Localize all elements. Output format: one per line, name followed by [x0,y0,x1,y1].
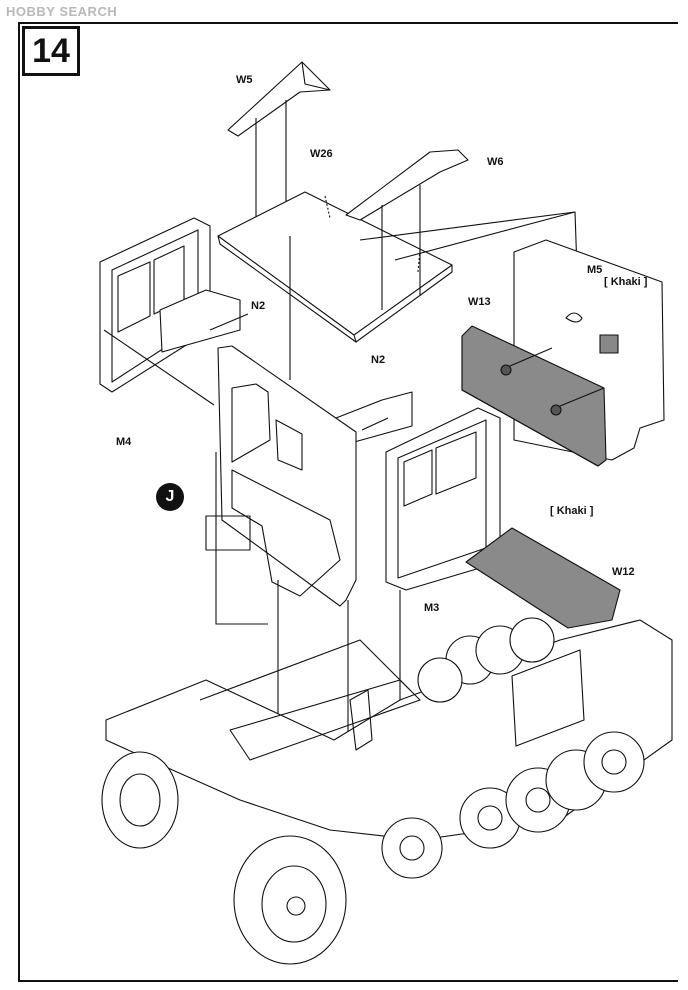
label-n2-left: N2 [251,300,266,312]
watermark-logo: HOBBY SEARCH [6,4,118,19]
label-m5: M5 [587,264,603,276]
label-m3: M3 [424,602,440,614]
label-m4: M4 [116,436,132,448]
part-n2-left [159,289,241,353]
label-w13: W13 [468,296,491,308]
label-w26: W26 [310,148,333,160]
label-w12: W12 [612,566,635,578]
label-w5: W5 [236,74,253,86]
part-w13 [461,325,607,467]
part-m3 [385,407,501,591]
label-n2-right: N2 [371,354,386,366]
part-w12 [465,527,621,629]
label-khaki-top: [ Khaki ] [604,276,648,288]
step-number-box: 14 [22,26,80,76]
front-wheel-left [101,751,179,849]
label-w6: W6 [487,156,504,168]
label-khaki-bottom: [ Khaki ] [550,505,594,517]
front-wheel-right [233,835,347,965]
part-w5 [227,61,331,222]
part-w6 [345,149,469,310]
subassembly-j-badge: J [156,483,184,511]
part-cab-front [205,345,357,607]
step-number: 14 [32,31,70,70]
part-w26 [217,191,453,343]
instruction-frame [18,22,678,982]
road-wheels [381,617,645,879]
